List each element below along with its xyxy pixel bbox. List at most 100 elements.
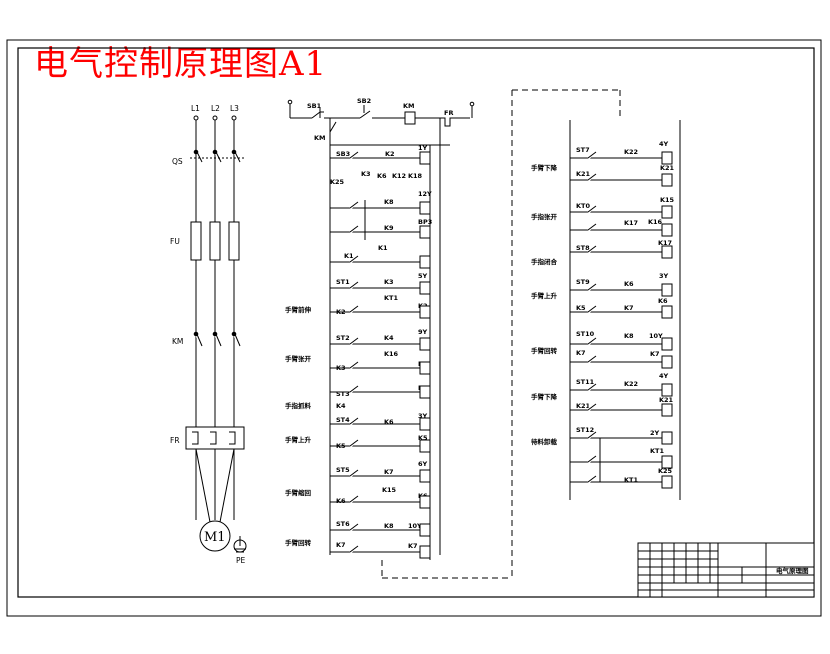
control-circuit-left: SB1 SB2 KM FR KM 手臂前伸 手臂张开 手指抓料 手臂上升 手臂缩… bbox=[285, 89, 621, 579]
left-code-5: K6 bbox=[377, 172, 387, 180]
km-power-label: KM bbox=[172, 337, 183, 346]
left-code-44: K7 bbox=[408, 542, 418, 550]
right-code-18: K8 bbox=[624, 332, 634, 340]
left-code-6: K12 bbox=[392, 172, 406, 180]
left-code-14: ST1 bbox=[336, 278, 350, 286]
left-coil-4 bbox=[419, 281, 431, 295]
right-code-26: K21 bbox=[659, 396, 674, 404]
left-label-6: 手臂回转 bbox=[285, 538, 312, 547]
right-code-6: K15 bbox=[660, 196, 675, 204]
left-code-8: 12Y bbox=[418, 190, 432, 198]
right-coil-12 bbox=[661, 455, 673, 469]
right-code-25: K21 bbox=[576, 402, 591, 410]
sb2-label: SB2 bbox=[357, 97, 371, 105]
right-label-3: 手指闭合 bbox=[531, 257, 558, 266]
left-code-9: K8 bbox=[384, 198, 394, 206]
right-coil-0 bbox=[661, 151, 673, 165]
right-label-4: 手臂上升 bbox=[531, 291, 558, 300]
phase-l1-label: L1 bbox=[191, 104, 200, 113]
right-code-8: K16 bbox=[648, 218, 663, 226]
right-code-22: ST11 bbox=[576, 378, 595, 386]
right-coil-8 bbox=[661, 355, 673, 369]
left-code-23: K16 bbox=[384, 350, 399, 358]
right-code-28: 2Y bbox=[650, 429, 660, 437]
pe-ground-icon bbox=[233, 536, 247, 553]
right-code-19: 10Y bbox=[649, 332, 663, 340]
left-label-2: 手臂张开 bbox=[285, 354, 312, 363]
left-code-0: SB3 bbox=[336, 150, 350, 158]
right-code-16: K6 bbox=[658, 297, 668, 305]
left-coil-2 bbox=[419, 225, 431, 239]
left-code-2: 1Y bbox=[418, 144, 428, 152]
left-code-34: ST5 bbox=[336, 466, 350, 474]
qs-label: QS bbox=[172, 157, 183, 166]
sb1-label: SB1 bbox=[307, 102, 322, 110]
left-code-17: KT1 bbox=[384, 294, 398, 302]
left-coil-9 bbox=[419, 417, 431, 431]
left-code-15: K3 bbox=[384, 278, 394, 286]
left-coil-11 bbox=[419, 469, 431, 483]
right-coil-9 bbox=[661, 383, 673, 397]
left-coil-8 bbox=[419, 385, 431, 399]
right-code-21: K7 bbox=[650, 350, 660, 358]
left-label-5: 手臂缩回 bbox=[285, 488, 312, 497]
left-coil-5 bbox=[419, 305, 431, 319]
left-code-42: 10Y bbox=[408, 522, 422, 530]
right-code-23: K22 bbox=[624, 380, 638, 388]
right-code-17: ST10 bbox=[576, 330, 595, 338]
left-coil-3 bbox=[419, 255, 431, 269]
fu-label: FU bbox=[170, 237, 180, 246]
left-code-35: K7 bbox=[384, 468, 394, 476]
left-code-41: K8 bbox=[384, 522, 394, 530]
left-code-3: K25 bbox=[330, 178, 345, 186]
left-coil-6 bbox=[419, 337, 431, 351]
phase-l3-label: L3 bbox=[230, 104, 239, 113]
fr-power-label: FR bbox=[170, 436, 180, 445]
left-code-40: ST6 bbox=[336, 520, 350, 528]
page-title: 电气控制原理图A1 bbox=[34, 44, 328, 84]
left-code-1: K2 bbox=[385, 150, 395, 158]
right-code-5: KT0 bbox=[576, 202, 590, 210]
right-code-7: K17 bbox=[624, 219, 638, 227]
right-code-2: 4Y bbox=[659, 140, 669, 148]
right-coil-5 bbox=[661, 283, 673, 297]
fr-top-label: FR bbox=[444, 109, 453, 117]
km-contact-top-label: KM bbox=[314, 134, 326, 142]
phase-l2-label: L2 bbox=[211, 104, 220, 113]
power-circuit: L1 L2 L3 QS FU KM FR M1 bbox=[170, 104, 247, 565]
left-code-37: K15 bbox=[382, 486, 397, 494]
right-coil-4 bbox=[661, 245, 673, 259]
right-code-27: ST12 bbox=[576, 426, 594, 434]
right-coil-7 bbox=[661, 337, 673, 351]
left-code-31: 3Y bbox=[418, 412, 428, 420]
right-label-6: 手臂下降 bbox=[531, 392, 558, 401]
right-coil-10 bbox=[661, 403, 673, 417]
right-code-14: K5 bbox=[576, 304, 586, 312]
right-coil-6 bbox=[661, 305, 673, 319]
right-coil-2 bbox=[661, 205, 673, 219]
right-code-3: K21 bbox=[576, 170, 591, 178]
left-code-20: ST2 bbox=[336, 334, 350, 342]
left-code-7: K18 bbox=[408, 172, 423, 180]
pe-label: PE bbox=[236, 556, 246, 565]
right-coil-1 bbox=[661, 173, 673, 187]
right-code-0: ST7 bbox=[576, 146, 590, 154]
right-coil-13 bbox=[661, 475, 673, 489]
right-label-5: 手臂回转 bbox=[531, 346, 558, 355]
left-coil-12 bbox=[419, 495, 431, 509]
title-block-name: 电气原理图 bbox=[776, 566, 809, 575]
right-code-29: KT1 bbox=[650, 447, 664, 455]
left-coil-0 bbox=[419, 151, 431, 165]
outer-frame bbox=[6, 39, 822, 617]
right-code-31: KT1 bbox=[624, 476, 638, 484]
left-coil-7 bbox=[419, 361, 431, 375]
right-coil-3 bbox=[661, 223, 673, 237]
right-code-12: K6 bbox=[624, 280, 634, 288]
right-code-4: K21 bbox=[660, 164, 675, 172]
left-code-22: 9Y bbox=[418, 328, 428, 336]
left-code-38: K6 bbox=[336, 497, 346, 505]
left-code-21: K4 bbox=[384, 334, 394, 342]
inner-frame bbox=[17, 47, 815, 598]
